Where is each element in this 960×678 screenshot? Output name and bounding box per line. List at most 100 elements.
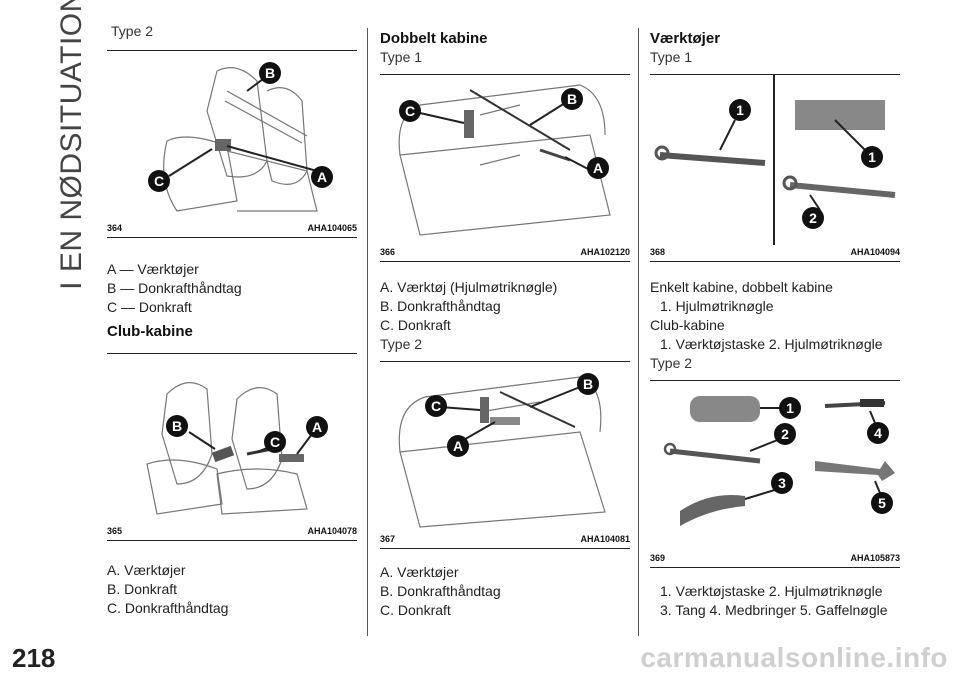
legend-item: C. Donkraft [380,602,451,618]
callout-5: 5 [871,492,893,514]
svg-text:2: 2 [809,210,817,226]
figure-caption: 369 AHA105873 [650,551,900,567]
section-heading: Værktøjer [650,30,721,47]
svg-text:C: C [405,103,415,119]
figure-code: AHA104081 [580,534,630,544]
callout-c: C [425,395,447,417]
column-divider [638,28,639,636]
seat-illustration: B A C [107,51,357,221]
figure-number: 368 [650,247,666,257]
figure-number: 369 [650,553,666,563]
callout-1: 1 [729,99,751,121]
callout-b: B [561,88,583,110]
callout-1: 1 [779,397,801,419]
legend-item: A. Værktøjer [107,562,186,578]
callout-b: B [166,415,188,437]
figure-caption: 368 AHA104094 [650,245,900,261]
section-side-tab: I EN NØDSITUATION [52,0,92,290]
legend-line: 1. Værktøjstaske 2. Hjulmøtriknøgle [660,583,883,599]
figure-caption: 365 AHA104078 [107,524,357,540]
type-label: Type 1 [380,49,423,65]
section-heading: Club-kabine [107,323,193,340]
paragraph-line: Club-kabine [650,317,725,333]
svg-text:A: A [317,169,327,185]
figure-code: AHA104078 [307,526,357,536]
callout-a: A [587,157,609,179]
tools-illustration: 1 1 2 [650,75,900,245]
legend-item: B — Donkrafthåndtag [107,280,242,296]
rear-seat-illustration: C B A [380,75,630,245]
figure-number: 365 [107,526,123,536]
figure-caption: 364 AHA104065 [107,221,357,237]
figure-caption: 366 AHA102120 [380,245,630,261]
figure-368: 1 1 2 368 AHA104094 [650,74,900,262]
page-number: 218 [12,643,56,673]
figure-364: B A C 364 AHA104065 [107,50,357,238]
figure-366: C B A 366 AHA102120 [380,74,630,262]
callout-1: 1 [861,146,883,168]
callout-b: B [577,373,599,395]
callout-c: C [264,431,286,453]
svg-text:2: 2 [781,426,789,442]
svg-text:A: A [593,160,603,176]
svg-text:4: 4 [874,425,882,441]
section-title: I EN NØDSITUATION [55,0,88,290]
column-2: Dobbelt kabine Type 1 C [380,30,630,620]
svg-text:C: C [270,434,280,450]
callout-a: A [447,435,469,457]
legend-line: 3. Tang 4. Medbringer 5. Gaffelnøgle [660,602,888,618]
callout-c: C [399,100,421,122]
tools-illustration: 1 2 3 4 5 [650,381,900,551]
watermark: carmanualsonline.info [640,642,948,673]
column-divider [367,28,368,636]
callout-b: B [259,62,281,84]
figure-367: C B A 367 AHA104081 [380,361,630,549]
legend-item: C. Donkrafthåndtag [107,600,229,616]
legend-item: B. Donkrafthåndtag [380,583,501,599]
seat-illustration: B C A [107,354,357,524]
figure-caption: 367 AHA104081 [380,532,630,548]
figure-code: AHA105873 [850,553,900,563]
paragraph-line: Enkelt kabine, dobbelt kabine [650,279,833,295]
figure-code: AHA102120 [580,247,630,257]
figure-code: AHA104094 [850,247,900,257]
svg-text:1: 1 [786,400,794,416]
callout-a: A [311,166,333,188]
legend-item: A — Værktøjer [107,261,199,277]
column-3: Værktøjer Type 1 1 1 [650,30,900,620]
svg-text:B: B [567,91,577,107]
figure-number: 364 [107,223,123,233]
svg-text:A: A [312,419,322,435]
type-label: Type 2 [650,355,693,371]
column-1: Type 2 B [107,22,357,618]
figure-365: B C A 365 AHA104078 [107,353,357,541]
rear-seat-illustration: C B A [380,362,630,532]
legend-item: B. Donkraft [107,581,178,597]
callout-4: 4 [867,422,889,444]
svg-text:B: B [172,418,182,434]
legend-item: A. Værktøjer [380,564,459,580]
svg-text:B: B [265,65,275,81]
svg-text:3: 3 [778,475,786,491]
legend-item: A. Værktøj (Hjulmøtriknøgle) [380,279,558,295]
legend-item: C. Donkraft [380,317,451,333]
svg-text:B: B [583,376,593,392]
paragraph-line: 1. Værktøjstaske 2. Hjulmøtriknøgle [660,336,883,352]
type-label: Type 2 [380,336,423,352]
paragraph-line: 1. Hjulmøtriknøgle [660,298,774,314]
section-heading: Dobbelt kabine [380,30,488,47]
svg-text:1: 1 [868,149,876,165]
svg-text:C: C [154,173,164,189]
callout-3: 3 [771,472,793,494]
callout-a: A [306,416,328,438]
type-label: Type 1 [650,49,693,65]
figure-number: 366 [380,247,396,257]
figure-369: 1 2 3 4 5 36 [650,380,900,568]
svg-text:A: A [453,438,463,454]
svg-text:5: 5 [878,495,886,511]
svg-text:C: C [431,398,441,414]
legend-item: B. Donkrafthåndtag [380,298,501,314]
callout-2: 2 [802,207,824,229]
figure-code: AHA104065 [307,223,357,233]
callout-c: C [148,170,170,192]
